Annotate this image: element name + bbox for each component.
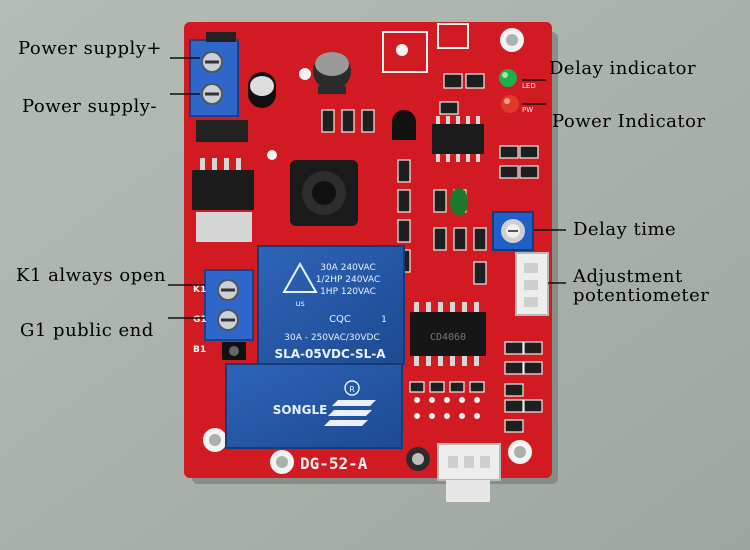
relay-pin: 1: [381, 315, 387, 325]
chip-marking: CD4060: [430, 332, 466, 343]
silk-b1: B1: [193, 345, 206, 355]
songle-logo-icon: [324, 400, 376, 426]
inductor: [290, 160, 358, 226]
silk-led: LED: [522, 82, 536, 90]
relay-rating-4: 30A - 250VAC/30VDC: [284, 333, 379, 343]
capacitor-left: [248, 72, 276, 108]
relay-brand: SONGLE: [273, 403, 328, 417]
silk-k1: K1: [193, 285, 206, 295]
relay-model: SLA-05VDC-SL-A: [274, 347, 386, 361]
label-k1-always-open: K1 always open: [16, 265, 166, 286]
transistor-8pin: [192, 158, 254, 242]
right-pads: [504, 399, 543, 433]
pad-rows: [414, 397, 480, 419]
jst-connector-right: [515, 252, 549, 316]
power-terminal-block: [189, 32, 248, 142]
ic-chip-top: [432, 116, 484, 162]
label-power-supply-plus: Power supply+: [18, 38, 162, 59]
relay-cqc: CQC: [329, 314, 351, 325]
relay-rating-3: 1HP 120VAC: [320, 287, 376, 297]
capacitor-top: [313, 52, 351, 94]
led-power-red: [501, 95, 519, 113]
relay-rating-2: 1/2HP 240VAC: [316, 275, 381, 285]
relay-r: R: [349, 385, 355, 394]
silk-g1: G1: [193, 315, 207, 325]
relay-rating-1: 30A 240VAC: [320, 263, 376, 273]
leader-lines: [168, 57, 566, 319]
label-g1-public-end: G1 public end: [20, 320, 154, 341]
capacitor-bottom: [406, 447, 430, 471]
led-delay-green: [499, 69, 517, 87]
warning-triangle-icon: [282, 261, 318, 293]
label-power-supply-minus: Power supply-: [22, 96, 157, 117]
output-terminal-block: [204, 269, 254, 360]
label-delay-time: Delay time: [573, 219, 677, 240]
label-adjustment: Adjustment: [573, 266, 683, 287]
transistor-to92: [392, 110, 416, 140]
registered-icon: [344, 380, 360, 396]
relay-us: us: [295, 299, 304, 308]
jst-connector-bottom: [437, 443, 501, 502]
board-model-area: DG-52-A: [270, 450, 368, 474]
label-potentiometer: potentiometer: [573, 285, 710, 306]
mounting-holes: [203, 28, 532, 464]
label-power-indicator: Power Indicator: [552, 111, 706, 132]
ic-chip-cd4060: CD4060: [410, 302, 486, 366]
potentiometer[interactable]: [492, 211, 534, 251]
board-model: DG-52-A: [300, 454, 368, 473]
label-delay-indicator: Delay indicator: [549, 58, 697, 79]
footprint-top: [382, 23, 469, 73]
relay: 30A 240VAC 1/2HP 240VAC 1HP 120VAC us CQ…: [225, 245, 405, 449]
silk-pw: PW: [522, 106, 533, 114]
ceramic-capacitor: [450, 188, 468, 216]
